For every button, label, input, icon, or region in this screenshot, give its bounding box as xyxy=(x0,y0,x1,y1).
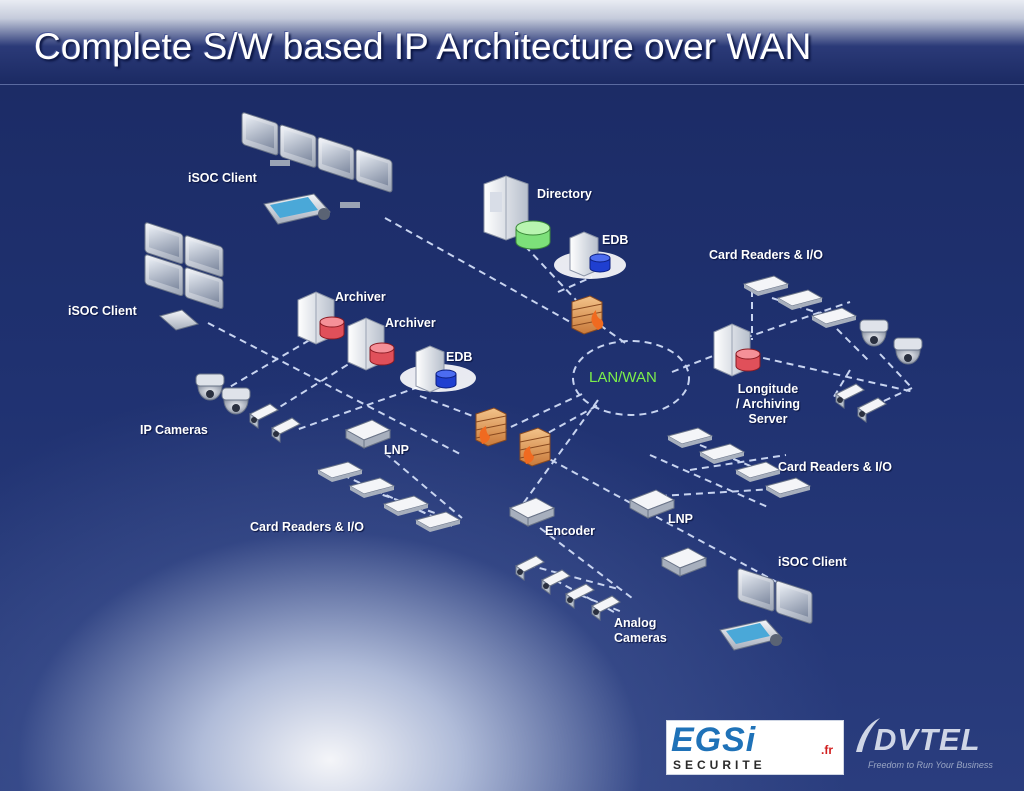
dome-camera-icon-4 xyxy=(221,387,251,415)
archiver-server-icon-2 xyxy=(347,317,395,371)
firewall-icon-1 xyxy=(571,295,604,335)
directory-db-icon xyxy=(515,220,551,250)
switch-box-icon xyxy=(660,547,708,577)
title-bar xyxy=(0,0,1024,85)
lan-wan-cloud xyxy=(572,340,690,416)
card-reader-icon-3 xyxy=(810,307,858,328)
label-isoc-client-2: iSOC Client xyxy=(68,304,137,318)
directory-server-icon xyxy=(483,175,529,241)
label-encoder: Encoder xyxy=(545,524,596,538)
box-camera-icon-1 xyxy=(835,383,865,409)
lnp-box-icon-2 xyxy=(628,489,676,519)
analog-camera-icon-4 xyxy=(591,595,621,621)
lnp-box-icon-1 xyxy=(344,419,392,449)
label-lnp-2: LNP xyxy=(668,512,693,526)
analog-camera-icon-2 xyxy=(541,569,571,595)
dvtel-logo: DVTEL Freedom to Run Your Business xyxy=(852,712,1012,776)
archiver-server-icon-1 xyxy=(297,291,345,345)
monitor-wall-icon-1 xyxy=(241,112,393,208)
label-archiver-2: Archiver xyxy=(385,316,436,330)
dvtel-tagline: Freedom to Run Your Business xyxy=(868,760,993,770)
label-edb-1: EDB xyxy=(602,233,629,247)
label-card-readers-1: Card Readers & I/O xyxy=(709,248,823,262)
longitude-server-icon xyxy=(713,323,761,377)
edb-server-icon-2 xyxy=(400,345,476,393)
monitor-wall-icon-3 xyxy=(737,568,813,624)
label-archiver-1: Archiver xyxy=(335,290,386,304)
edb-server-icon-1 xyxy=(554,231,626,279)
egsi-logo-subtitle: SECURITE xyxy=(673,758,766,772)
egsi-logo-fr: .fr xyxy=(821,743,833,757)
card-reader-icon-6 xyxy=(382,495,430,516)
card-reader-icon-8 xyxy=(666,427,714,448)
firewall-icon-3 xyxy=(519,427,551,467)
egsi-logo-text: EGSi xyxy=(671,721,757,759)
label-isoc-client-3: iSOC Client xyxy=(778,555,847,569)
dvtel-swoosh-icon xyxy=(856,718,880,752)
dome-camera-icon-2 xyxy=(893,337,923,365)
control-keyboard-icon-2 xyxy=(719,619,783,651)
label-card-readers-3: Card Readers & I/O xyxy=(250,520,364,534)
encoder-box-icon xyxy=(508,497,556,527)
dome-camera-icon-1 xyxy=(859,319,889,347)
dome-camera-icon-3 xyxy=(195,373,225,401)
card-reader-icon-10 xyxy=(734,461,782,482)
label-lan-wan: LAN/WAN xyxy=(589,369,657,386)
card-reader-icon-7 xyxy=(414,511,462,532)
label-card-readers-2: Card Readers & I/O xyxy=(778,460,892,474)
analog-camera-icon-3 xyxy=(565,583,595,609)
label-ip-cameras: IP Cameras xyxy=(140,423,208,437)
monitor-wall-icon-2 xyxy=(144,222,224,331)
box-camera-icon-4 xyxy=(271,417,301,443)
firewall-icon-2 xyxy=(475,407,507,447)
card-reader-icon-9 xyxy=(698,443,746,464)
label-lnp-1: LNP xyxy=(384,443,409,457)
card-reader-icon-4 xyxy=(316,461,364,482)
label-longitude-server: Longitude / Archiving Server xyxy=(735,382,801,426)
label-edb-2: EDB xyxy=(446,350,473,364)
card-reader-icon-5 xyxy=(348,477,396,498)
egsi-logo: EGSi .fr SECURITE xyxy=(666,720,844,775)
label-isoc-client-1: iSOC Client xyxy=(188,171,257,185)
card-reader-icon-11 xyxy=(764,477,812,498)
label-analog-cameras: Analog Cameras xyxy=(614,616,667,645)
card-reader-icon-1 xyxy=(742,275,790,296)
analog-camera-icon-1 xyxy=(515,555,545,581)
control-keyboard-icon-1 xyxy=(263,193,331,225)
box-camera-icon-2 xyxy=(857,397,887,423)
slide-title: Complete S/W based IP Architecture over … xyxy=(34,26,812,67)
dvtel-logo-text: DVTEL xyxy=(874,722,981,757)
card-reader-icon-2 xyxy=(776,289,824,310)
box-camera-icon-3 xyxy=(249,403,279,429)
label-directory: Directory xyxy=(537,187,592,201)
